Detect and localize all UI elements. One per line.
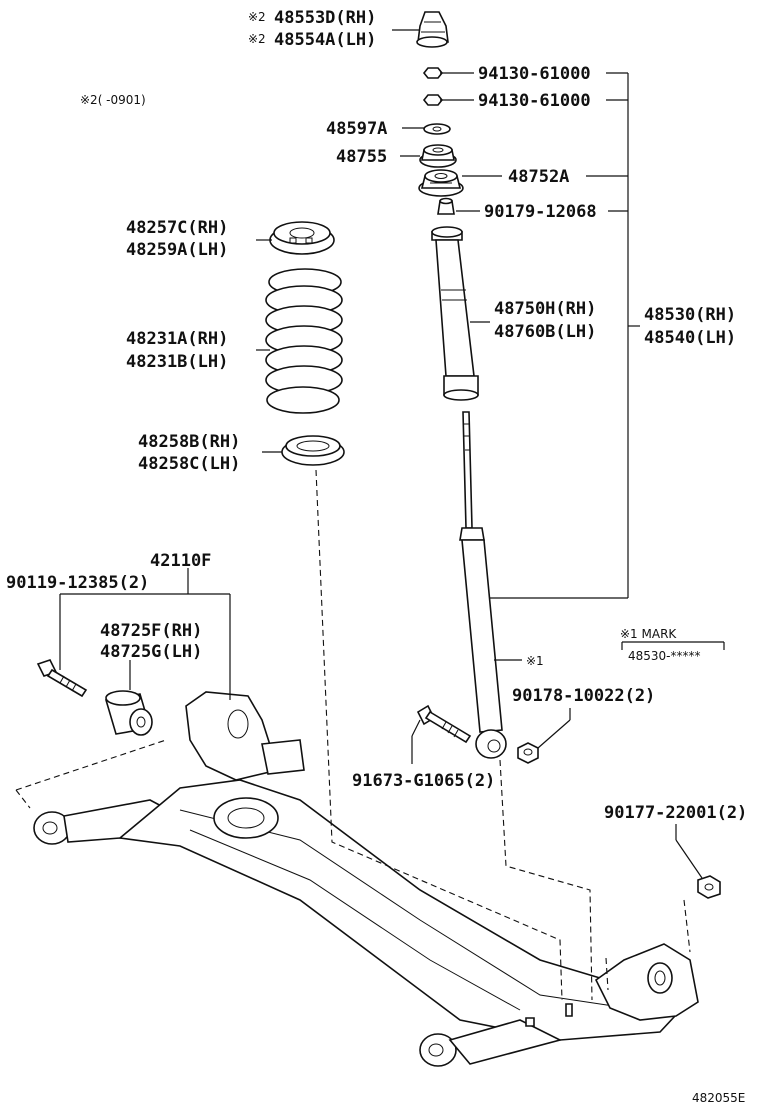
label-collar: 90179-12068: [484, 202, 597, 222]
label-axle-beam: 42110F: [150, 551, 211, 571]
front-bolt-drawing: [36, 659, 88, 698]
label-lower-bolt: 91673-G1065(2): [352, 771, 495, 791]
assembly-dashed-lines: [15, 469, 691, 1001]
mark1-title: ※1 MARK: [620, 627, 677, 641]
label-absorber-rh: 48530(RH): [644, 305, 736, 325]
label-washer: 48597A: [326, 119, 387, 139]
label-bushing-rh: 48725F(RH): [100, 621, 202, 641]
nut-upper-drawing: [422, 67, 444, 79]
note-mark2: ※2( -0901): [80, 93, 146, 107]
label-upper-insulator-rh: 48257C(RH): [126, 218, 228, 238]
label-boot-rh: 48750H(RH): [494, 299, 596, 319]
bushing-drawing: [104, 690, 153, 736]
mark1-value: 48530-*****: [628, 649, 701, 663]
lower-insulator-drawing: [281, 435, 345, 466]
nut-second-drawing: [422, 94, 444, 106]
axle-beam-drawing: [33, 691, 699, 1067]
collar-drawing: [437, 197, 455, 215]
shock-absorber-drawing: [459, 411, 507, 759]
cushion-drawing: [419, 144, 457, 168]
axle-nut-drawing: [697, 875, 721, 899]
label-spring-rh: 48231A(RH): [126, 329, 228, 349]
label-nut-1: 94130-61000: [478, 64, 591, 84]
label-support: 48752A: [508, 167, 569, 187]
leader-lines: [59, 29, 725, 879]
dust-boot-drawing: [431, 226, 479, 401]
upper-insulator-drawing: [269, 221, 335, 255]
bump-stopper-drawing: [416, 11, 449, 48]
label-lower-insulator-rh: 48258B(RH): [138, 432, 240, 452]
coil-spring-drawing: [265, 268, 343, 414]
label-lower-insulator-lh: 48258C(LH): [138, 454, 240, 474]
mark1-ref: ※1: [526, 654, 544, 668]
label-absorber-lh: 48540(LH): [644, 328, 736, 348]
label-lower-nut: 90178-10022(2): [512, 686, 655, 706]
label-bushing-lh: 48725G(LH): [100, 642, 202, 662]
diagram-id: 482055E: [692, 1091, 745, 1105]
label-cushion: 48755: [336, 147, 387, 167]
mark2-bump-lh: ※2: [248, 32, 266, 46]
label-axle-nut: 90177-22001(2): [604, 803, 747, 823]
label-upper-insulator-lh: 48259A(LH): [126, 240, 228, 260]
label-boot-lh: 48760B(LH): [494, 322, 596, 342]
label-nut-2: 94130-61000: [478, 91, 591, 111]
lower-nut-drawing: [517, 742, 539, 764]
label-spring-lh: 48231B(LH): [126, 352, 228, 372]
mark2-bump-rh: ※2: [248, 10, 266, 24]
washer-drawing: [423, 123, 451, 135]
label-bump-stopper-lh: 48554A(LH): [274, 30, 376, 50]
lower-bolt-drawing: [416, 704, 472, 744]
support-drawing: [418, 169, 464, 197]
label-front-bolt: 90119-12385(2): [6, 573, 149, 593]
label-bump-stopper-rh: 48553D(RH): [274, 8, 376, 28]
